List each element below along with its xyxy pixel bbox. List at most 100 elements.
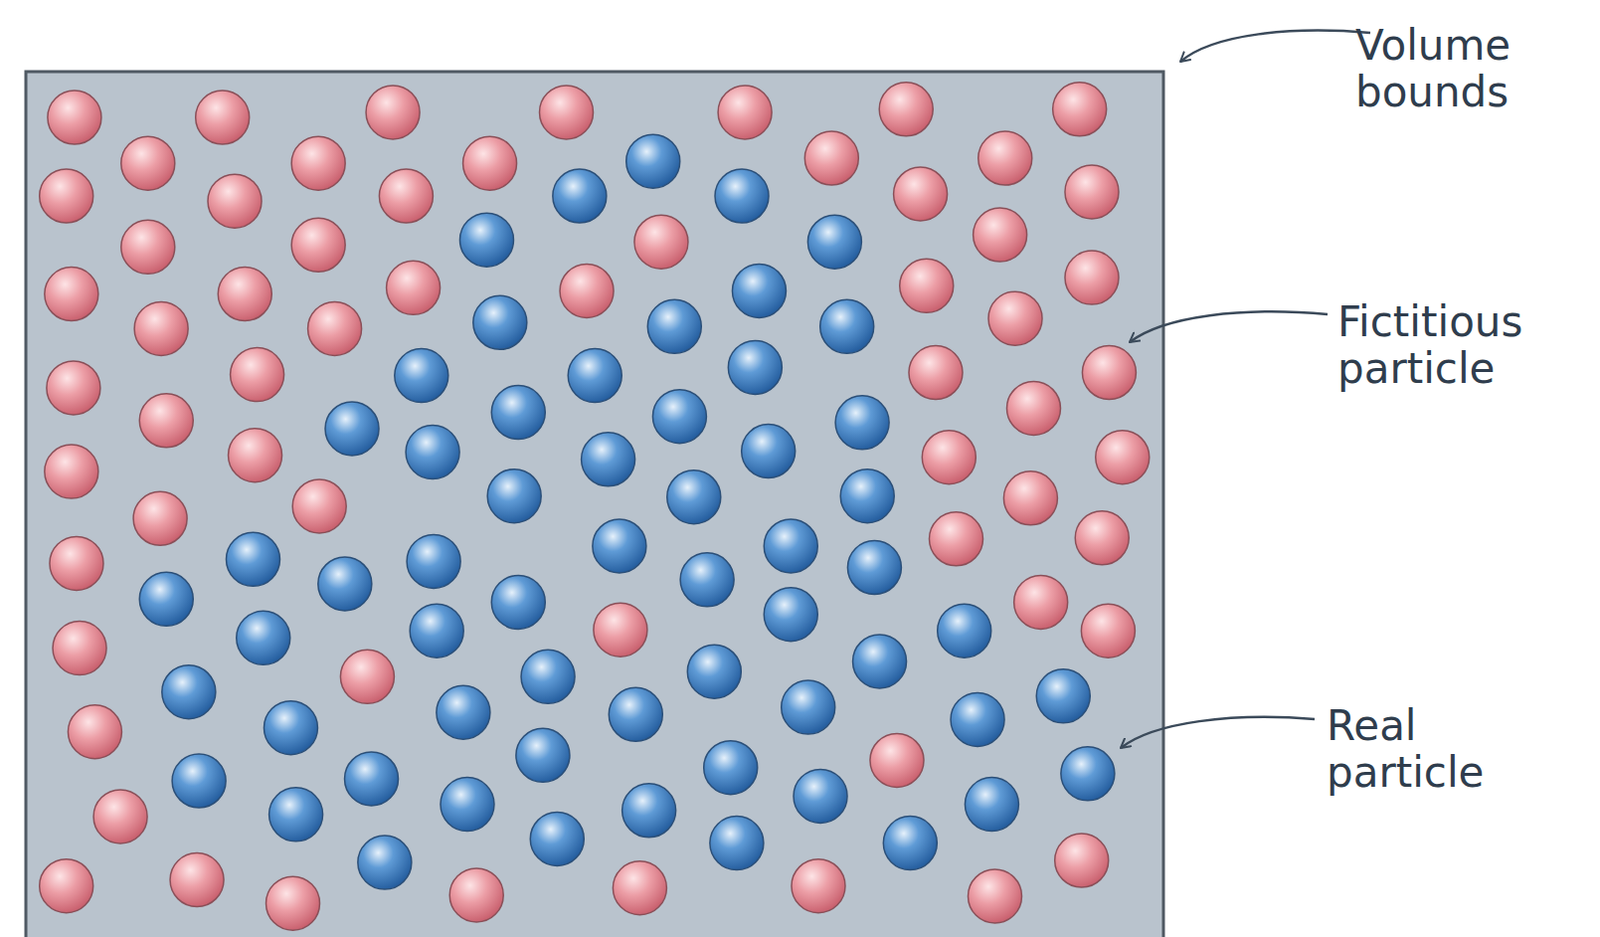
- real-particle: [459, 212, 514, 267]
- real-particle: [820, 299, 875, 354]
- fictitious-particle: [292, 479, 347, 534]
- real-particle: [236, 610, 291, 665]
- fictitious-particle: [46, 360, 101, 415]
- fictitious-particle: [539, 85, 594, 140]
- fictitious-particle: [139, 393, 193, 448]
- real-particle: [530, 811, 584, 866]
- real-particle: [652, 389, 707, 444]
- real-particle: [225, 532, 280, 586]
- fictitious-particle: [340, 649, 394, 704]
- fictitious-particle: [967, 869, 1022, 923]
- real-particle: [727, 340, 782, 394]
- real-particle: [139, 571, 193, 626]
- fictitious-particle: [593, 602, 648, 657]
- fictitious-particle: [893, 167, 948, 221]
- fictitious-particle: [386, 260, 441, 315]
- fictitious-particle: [195, 90, 250, 145]
- fictitious-particle: [47, 90, 102, 145]
- real-particle: [937, 603, 992, 658]
- fictitious-particle: [1055, 833, 1109, 888]
- leader-line: [1129, 311, 1328, 343]
- fictitious-particle: [1006, 380, 1061, 435]
- fictitious-particle: [93, 789, 148, 844]
- real-particle: [491, 385, 545, 440]
- fictitious-particle: [134, 301, 188, 356]
- fictitious-particle: [1065, 250, 1119, 305]
- fictitious-particle: [170, 853, 224, 907]
- real-particle: [394, 349, 449, 403]
- real-particle: [473, 295, 528, 350]
- fictitious-particle: [217, 267, 272, 322]
- fictitious-particle: [449, 868, 504, 922]
- real-particle: [325, 401, 379, 456]
- real-particle: [883, 816, 937, 871]
- fictitious-particle: [230, 348, 285, 402]
- real-particle: [1061, 746, 1115, 801]
- fictitious-particle: [266, 876, 321, 930]
- real-particle: [318, 556, 372, 611]
- real-particle: [172, 753, 226, 808]
- real-particle: [950, 692, 1005, 746]
- real-particle: [793, 768, 848, 823]
- real-particle: [680, 552, 734, 607]
- real-particle: [840, 469, 894, 524]
- fictitious-particle: [879, 82, 933, 137]
- fictitious-particle: [559, 263, 614, 318]
- real-particle: [263, 701, 318, 755]
- fictitious-particle: [228, 428, 283, 483]
- real-particle: [521, 649, 575, 704]
- real-particle: [647, 299, 702, 354]
- leader-line: [1180, 30, 1371, 62]
- real-particle: [622, 783, 677, 838]
- real-particle: [436, 685, 491, 739]
- fictitious-particle: [634, 214, 689, 269]
- real-particle: [516, 727, 570, 782]
- fictitious-particle: [929, 512, 984, 566]
- fictitious-particle: [899, 258, 954, 313]
- real-particle: [345, 751, 399, 806]
- real-particle: [807, 214, 862, 269]
- fictitious-particle: [291, 136, 346, 190]
- real-particle: [405, 425, 460, 480]
- leader-line: [1120, 716, 1315, 748]
- real-particle: [853, 634, 907, 689]
- fictitious-particle: [378, 169, 433, 223]
- fictitious-particle: [1014, 574, 1068, 629]
- real-particle: [162, 665, 216, 719]
- real-particle: [710, 816, 764, 871]
- fictitious-particle: [52, 621, 107, 676]
- real-particle: [835, 395, 889, 450]
- real-particle: [731, 263, 786, 318]
- fictitious-particle: [291, 217, 346, 272]
- particle-group: [39, 82, 1150, 930]
- callout-label: Fictitious particle: [1337, 298, 1577, 392]
- fictitious-particle: [121, 219, 176, 274]
- callout-label: Volume bounds: [1355, 21, 1595, 116]
- fictitious-particle: [1080, 603, 1135, 658]
- fictitious-particle: [463, 136, 518, 190]
- fictitious-particle: [1065, 165, 1119, 219]
- real-particle: [406, 533, 461, 588]
- fictitious-particle: [804, 131, 859, 185]
- fictitious-particle: [717, 85, 772, 140]
- fictitious-particle: [791, 859, 846, 913]
- fictitious-particle: [39, 169, 94, 223]
- real-particle: [581, 432, 636, 487]
- real-particle: [763, 587, 818, 642]
- fictitious-particle: [1095, 430, 1150, 485]
- fictitious-particle: [908, 346, 963, 400]
- callout-label: Real particle: [1326, 702, 1566, 796]
- fictitious-particle: [365, 85, 420, 140]
- fictitious-particle: [67, 705, 122, 759]
- fictitious-particle: [978, 131, 1033, 185]
- fictitious-particle: [973, 207, 1028, 262]
- real-particle: [552, 169, 607, 223]
- real-particle: [763, 519, 818, 573]
- real-particle: [626, 134, 681, 188]
- fictitious-particle: [921, 430, 976, 485]
- real-particle: [487, 469, 541, 524]
- fictitious-particle: [49, 535, 104, 590]
- fictitious-particle: [870, 732, 924, 787]
- real-particle: [741, 424, 796, 479]
